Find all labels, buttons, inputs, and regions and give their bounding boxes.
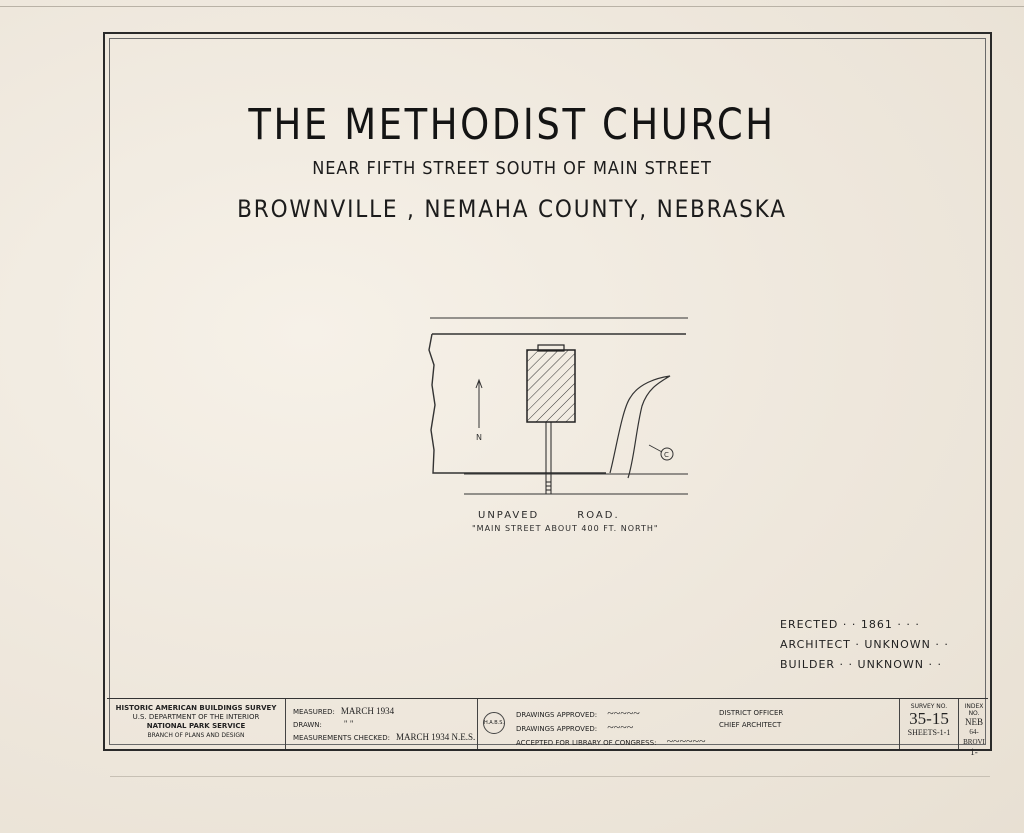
tb-divider xyxy=(477,699,478,749)
agency-block: HISTORIC AMERICAN BUILDINGS SURVEY U.S. … xyxy=(107,699,285,749)
survey-block: SURVEY NO. 35-15 SHEETS-1-1 xyxy=(900,699,958,749)
road-label-unpaved: UNPAVED xyxy=(478,510,540,521)
index-block: INDEX NO. NEB 64-BROVI 1- xyxy=(959,699,989,757)
roles-block: DISTRICT OFFICER CHIEF ARCHITECT xyxy=(719,699,799,749)
road-label: UNPAVED ROAD. xyxy=(478,510,620,521)
fact-architect: ARCHITECT · UNKNOWN · · xyxy=(780,638,949,651)
bottom-edge-line xyxy=(110,776,990,777)
signature-3: ~~~~~~ xyxy=(666,734,706,748)
church-footprint xyxy=(526,349,576,423)
approved-label-2: DRAWINGS APPROVED: xyxy=(516,725,598,733)
drawing-title: THE METHODIST CHURCH xyxy=(248,100,776,150)
role-1: DISTRICT OFFICER xyxy=(719,709,784,717)
top-edge-line xyxy=(0,6,1024,7)
marker-leader xyxy=(648,444,663,453)
index-value-3: 1- xyxy=(970,747,978,757)
sheet-inner-border xyxy=(109,38,986,745)
north-label: N xyxy=(476,433,482,442)
agency-line-1: HISTORIC AMERICAN BUILDINGS SURVEY xyxy=(115,704,277,712)
drawn-value: " " xyxy=(343,719,354,729)
checked-value: MARCH 1934 N.E.S. xyxy=(395,732,476,742)
approved-label-1: DRAWINGS APPROVED: xyxy=(516,711,598,719)
building-facts: ERECTED · · 1861 · · · ARCHITECT · UNKNO… xyxy=(780,618,949,678)
site-plan: N C xyxy=(428,317,688,495)
driveway-curve xyxy=(609,375,671,479)
marker-circle xyxy=(660,447,674,461)
sheets-number: SHEETS-1-1 xyxy=(907,728,951,737)
tb-divider xyxy=(958,699,959,749)
church-vestibule xyxy=(537,344,565,352)
accepted-label: ACCEPTED FOR LIBRARY OF CONGRESS: xyxy=(516,739,657,747)
index-label: INDEX NO. xyxy=(964,703,984,717)
agency-line-4: BRANCH OF PLANS AND DESIGN xyxy=(147,732,245,739)
sheet-border xyxy=(103,32,992,751)
survey-label: SURVEY NO. xyxy=(910,703,948,710)
signature-1: ~~~~~ xyxy=(607,706,640,720)
fact-erected: ERECTED · · 1861 · · · xyxy=(780,618,920,631)
role-2: CHIEF ARCHITECT xyxy=(719,721,782,729)
agency-line-3: NATIONAL PARK SERVICE xyxy=(146,722,246,730)
measured-block: MEASURED: MARCH 1934 DRAWN: " " MEASUREMEN… xyxy=(287,699,477,749)
approval-block: DRAWINGS APPROVED: ~~~~~ DRAWINGS APPROVE… xyxy=(512,699,792,749)
tb-divider xyxy=(899,699,900,749)
agency-line-2: U.S. DEPARTMENT OF THE INTERIOR xyxy=(132,713,260,721)
measured-label: MEASURED: xyxy=(293,708,335,716)
road-label-road: ROAD. xyxy=(577,510,620,521)
survey-seal: H.A.B.S. xyxy=(483,712,505,734)
drawing-location: BROWNVILLE , NEMAHA COUNTY, NEBRASKA xyxy=(237,195,787,223)
title-block: HISTORIC AMERICAN BUILDINGS SURVEY U.S. … xyxy=(107,698,989,757)
drawn-label: DRAWN: xyxy=(293,721,322,729)
north-arrow-head xyxy=(475,378,483,389)
drawing-subtitle: NEAR FIFTH STREET SOUTH OF MAIN STREET xyxy=(312,158,712,179)
index-value-2: 64-BROVI xyxy=(963,728,985,746)
front-walk xyxy=(545,421,552,495)
measured-value: MARCH 1934 xyxy=(340,706,395,716)
checked-label: MEASUREMENTS CHECKED: xyxy=(293,734,390,742)
road-note: "MAIN STREET ABOUT 400 FT. NORTH" xyxy=(472,524,659,533)
lot-boundary xyxy=(428,333,686,474)
signature-2: ~~~~ xyxy=(607,720,634,734)
tb-divider xyxy=(285,699,286,749)
survey-number: 35-15 xyxy=(909,709,949,728)
index-value-1: NEB xyxy=(965,717,983,727)
marker-label: C xyxy=(664,451,669,459)
fact-builder: BUILDER · · UNKNOWN · · xyxy=(780,658,942,671)
walk-steps xyxy=(546,481,551,491)
